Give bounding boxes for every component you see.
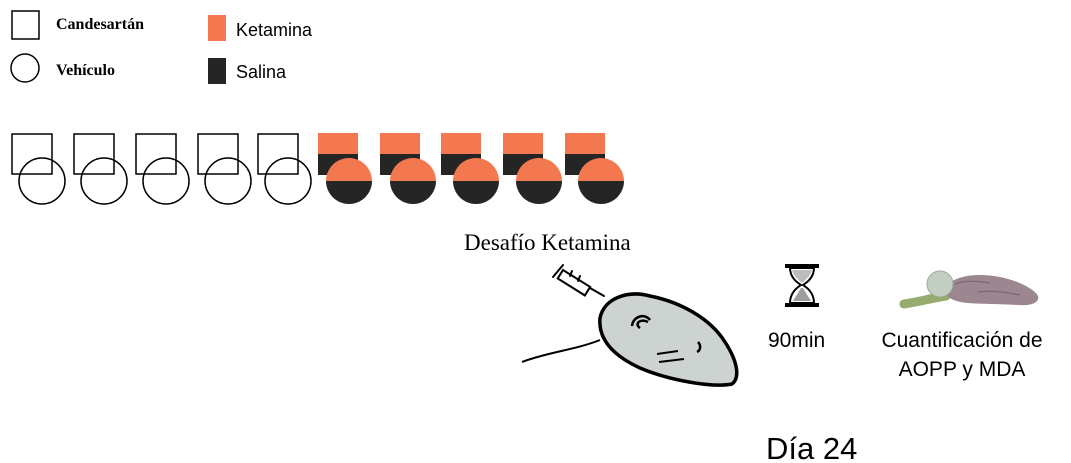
- group-empty-5: [258, 134, 311, 204]
- group-filled-4: [503, 133, 562, 204]
- group-empty-4: [198, 134, 251, 204]
- brain-icon: [904, 271, 1038, 305]
- group-empty-3: [136, 134, 189, 204]
- assay-line2: AOPP y MDA: [899, 358, 1026, 381]
- challenge-label: Desafío Ketamina: [464, 230, 631, 255]
- group-filled-2: [380, 133, 436, 204]
- legend-ketamina-label: Ketamina: [236, 20, 313, 40]
- legend: Candesartán Vehículo Ketamina Salina: [11, 11, 313, 84]
- legend-candesartan-label: Candesartán: [56, 16, 144, 33]
- assay-line1: Cuantificación de: [881, 329, 1042, 352]
- mouse-icon: [522, 294, 737, 385]
- timer-label: 90min: [768, 329, 825, 352]
- legend-salina-label: Salina: [236, 62, 287, 82]
- hourglass-icon: [785, 264, 819, 307]
- day-label: Día 24: [766, 431, 857, 463]
- legend-circle-icon: [11, 54, 39, 82]
- legend-vehiculo-label: Vehículo: [56, 62, 115, 79]
- legend-square-icon: [12, 11, 39, 39]
- group-empty-2: [74, 134, 127, 204]
- syringe-icon: [553, 265, 604, 296]
- group-filled-3: [441, 133, 499, 204]
- group-filled-5: [565, 133, 624, 204]
- legend-salina-swatch: [208, 58, 226, 84]
- group-filled-1: [318, 133, 372, 204]
- legend-ketamina-swatch: [208, 15, 226, 41]
- group-empty-1: [12, 134, 65, 204]
- groups-row: [12, 133, 624, 204]
